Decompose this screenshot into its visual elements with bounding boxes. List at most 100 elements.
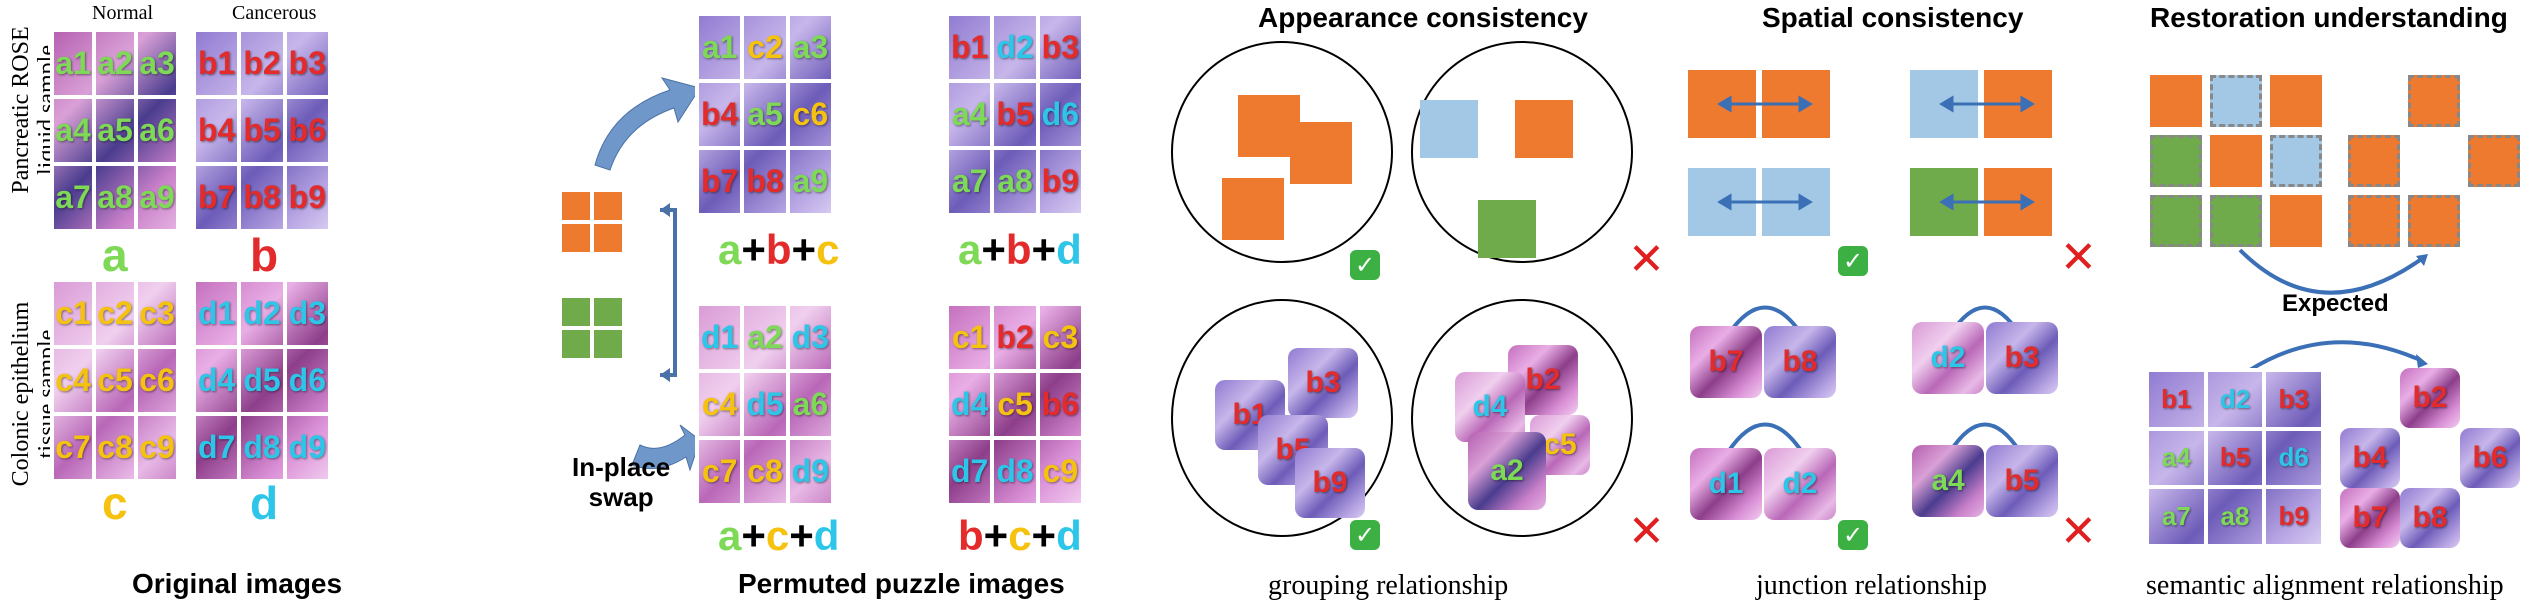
puzzle-piece: b5 [1986,445,2058,517]
puzzle-tile: d4 [194,347,240,414]
puzzle-tile: c4 [52,347,94,414]
swap-square [594,298,622,326]
puzzle-piece: b7 [2340,488,2400,548]
junction-arrows [1717,95,2035,454]
puzzle-tile: c8 [94,414,136,481]
formula-bcd: b+c+d [958,512,1082,559]
puzzle-tile: d6 [284,347,330,414]
puzzle-piece: d2 [1764,448,1836,520]
restore-square [2210,135,2262,187]
puzzle-piece: a2 [1468,432,1546,510]
letter-a: a [102,229,128,281]
puzzle-piece: b4 [2340,428,2400,488]
group-square [1238,95,1300,157]
junction-caption: junction relationship [1756,570,1987,601]
formula-abd: a+b+d [958,226,1082,273]
check-icon: ✓ [1350,250,1380,280]
puzzle-tile: b7 [697,148,743,215]
puzzle-tile: d9 [787,438,833,505]
puzzle-tile: c6 [787,81,833,148]
restore-square [2408,75,2460,127]
col-label-normal: Normal [92,2,154,24]
swap-square [562,298,590,326]
puzzle-tile: a1 [697,14,743,81]
puzzle-tile: c9 [1037,438,1083,505]
puzzle-tile: c1 [947,304,993,371]
restore-square [2348,195,2400,247]
swap-square [562,192,590,220]
puzzle-piece: b3 [1288,348,1358,418]
puzzle-tile: a4 [947,81,993,148]
cross-icon: ✕ [2060,506,2097,557]
puzzle-piece: d1 [1690,448,1762,520]
puzzle-piece: b6 [2460,428,2520,488]
restore-square [2270,75,2322,127]
cross-icon: ✕ [1628,506,1665,557]
spatial-title: Spatial consistency [1762,2,2024,33]
puzzle-tile: a6 [787,371,833,438]
group-square [1478,200,1536,258]
puzzle-tile: c7 [697,438,743,505]
puzzle-tile: a4 [2147,428,2206,488]
puzzle-tile: d2 [2205,370,2265,429]
restore-square [2270,195,2322,247]
puzzle-tile: a2 [94,30,136,97]
swap-label: In-place swap [572,452,671,512]
puzzle-tile: d8 [992,438,1038,505]
puzzle-tile: b3 [2264,370,2323,429]
check-icon: ✓ [1838,246,1868,276]
puzzle-piece: a4 [1912,445,1984,517]
puzzle-tile: a5 [742,81,788,148]
puzzle-tile: a7 [52,164,94,231]
puzzle-tile: d6 [1037,81,1083,148]
puzzle-tile: b5 [239,97,285,164]
puzzle-tile: a6 [136,97,178,164]
expected-label: Expected [2282,290,2389,317]
puzzle-tile: d2 [239,280,285,347]
puzzle-tile: b7 [194,164,240,231]
puzzle-tile: c8 [742,438,788,505]
puzzle-tile: d1 [194,280,240,347]
restore-square [2408,195,2460,247]
puzzle-tile: b1 [194,30,240,97]
puzzle-tile: d1 [697,304,743,371]
up-arrow [594,77,700,171]
group-square [1222,178,1284,240]
expected-arrows [2238,248,2428,372]
puzzle-tile: b6 [284,97,330,164]
puzzle-tile: d2 [992,14,1038,81]
oval-bad-top [1411,41,1633,263]
puzzle-tile: b4 [697,81,743,148]
puzzle-tile: d7 [947,438,993,505]
group-square [1290,122,1352,184]
puzzle-tile: d7 [194,414,240,481]
formula-acd: a+c+d [718,512,840,559]
puzzle-piece: b8 [2400,488,2460,548]
swap-square [594,192,622,220]
puzzle-tile: b9 [1037,148,1083,215]
puzzle-tile: d3 [787,304,833,371]
puzzle-tile: b8 [742,148,788,215]
puzzle-tile: a9 [787,148,833,215]
restoration-title: Restoration understanding [2150,2,2508,33]
puzzle-tile: c9 [136,414,178,481]
puzzle-piece: c5 [1530,415,1590,475]
puzzle-tile: b2 [239,30,285,97]
puzzle-tile: b5 [992,81,1038,148]
restore-square [2150,75,2202,127]
puzzle-tile: d3 [284,280,330,347]
puzzle-tile: c4 [697,371,743,438]
puzzle-tile: d9 [284,414,330,481]
oval-good-bottom [1171,299,1393,537]
puzzle-tile: a9 [136,164,178,231]
puzzle-tile: d8 [239,414,285,481]
puzzle-tile: c5 [992,371,1038,438]
swap-square [562,330,590,358]
puzzle-tile: a8 [2205,487,2265,546]
puzzle-tile: b5 [2205,428,2265,488]
